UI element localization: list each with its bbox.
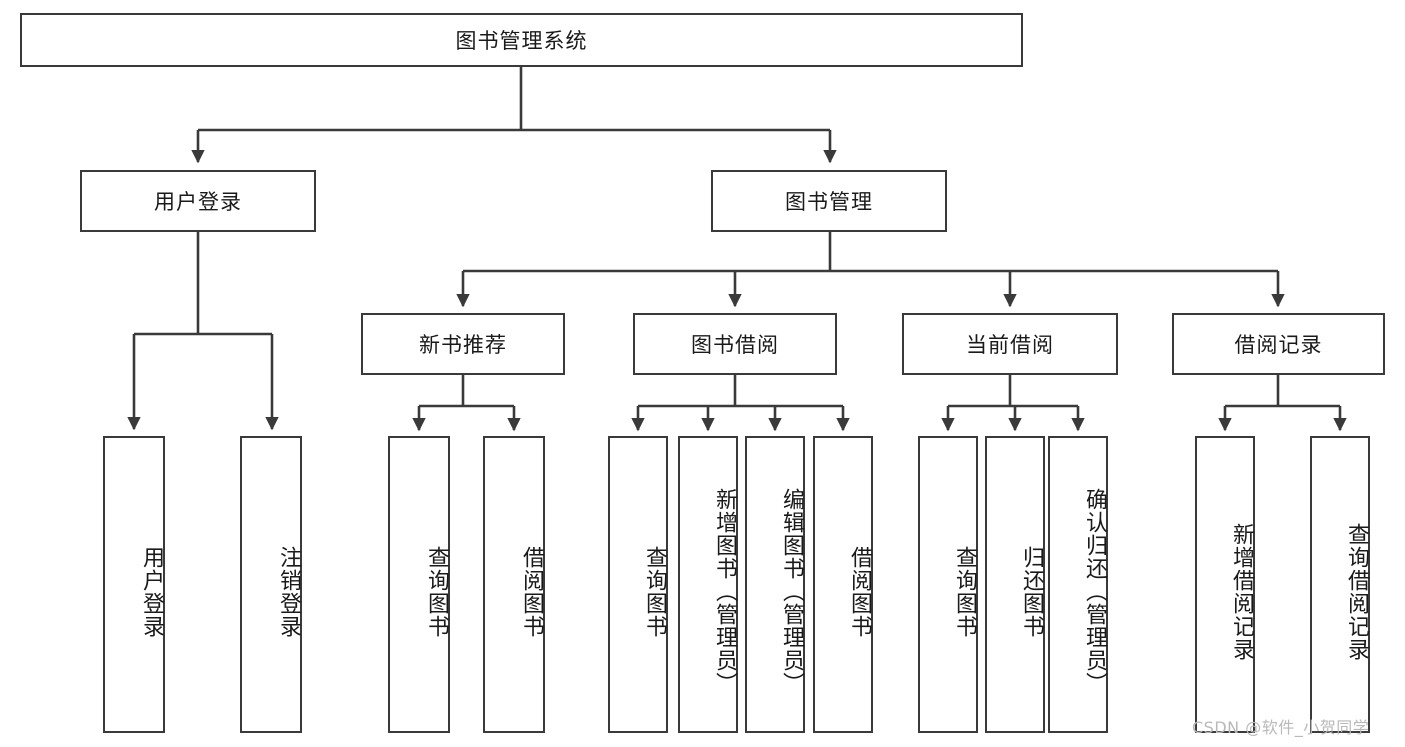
node-leaf-edit-book-admin[interactable]: 编辑图书（管理员） <box>745 436 805 733</box>
node-leaf-confirm-return-admin-label: 确认归还（管理员） <box>1082 488 1107 695</box>
node-current-borrow[interactable]: 当前借阅 <box>902 313 1118 375</box>
node-leaf-borrow-books-rec-label: 借阅图书 <box>519 545 544 638</box>
node-leaf-query-books[interactable]: 查询图书 <box>608 436 668 733</box>
node-leaf-return-book-label: 归还图书 <box>1019 545 1044 638</box>
node-leaf-query-books-cur-label: 查询图书 <box>952 545 977 638</box>
node-user-login-label: 用户登录 <box>154 190 242 214</box>
node-leaf-user-login-label: 用户登录 <box>139 545 164 638</box>
node-leaf-query-books-rec-label: 查询图书 <box>424 545 449 638</box>
node-borrow-record[interactable]: 借阅记录 <box>1172 313 1385 375</box>
node-new-book-recommend[interactable]: 新书推荐 <box>361 313 565 375</box>
node-book-borrow[interactable]: 图书借阅 <box>633 313 837 375</box>
node-leaf-edit-book-admin-label: 编辑图书（管理员） <box>779 488 804 695</box>
node-leaf-logout[interactable]: 注销登录 <box>240 436 302 733</box>
node-book-management-label: 图书管理 <box>785 190 873 214</box>
node-leaf-query-books-label: 查询图书 <box>642 545 667 638</box>
node-leaf-borrow-book-label: 借阅图书 <box>847 545 872 638</box>
node-root[interactable]: 图书管理系统 <box>20 13 1023 67</box>
node-leaf-query-borrow-record-label: 查询借阅记录 <box>1344 522 1369 661</box>
node-leaf-add-borrow-record[interactable]: 新增借阅记录 <box>1195 436 1255 733</box>
node-leaf-borrow-book[interactable]: 借阅图书 <box>813 436 873 733</box>
node-leaf-add-book-admin[interactable]: 新增图书（管理员） <box>678 436 738 733</box>
node-root-label: 图书管理系统 <box>455 29 588 53</box>
node-new-book-recommend-label: 新书推荐 <box>419 333 507 357</box>
node-leaf-add-borrow-record-label: 新增借阅记录 <box>1229 522 1254 661</box>
node-leaf-query-borrow-record[interactable]: 查询借阅记录 <box>1310 436 1370 733</box>
node-book-management[interactable]: 图书管理 <box>711 170 947 232</box>
node-book-borrow-label: 图书借阅 <box>691 333 779 357</box>
node-leaf-return-book[interactable]: 归还图书 <box>985 436 1045 733</box>
node-leaf-add-book-admin-label: 新增图书（管理员） <box>712 488 737 695</box>
node-current-borrow-label: 当前借阅 <box>966 333 1054 357</box>
node-leaf-user-login[interactable]: 用户登录 <box>103 436 165 733</box>
node-leaf-confirm-return-admin[interactable]: 确认归还（管理员） <box>1048 436 1108 733</box>
node-leaf-logout-label: 注销登录 <box>276 545 301 638</box>
node-leaf-query-books-cur[interactable]: 查询图书 <box>918 436 978 733</box>
node-leaf-borrow-books-rec[interactable]: 借阅图书 <box>483 436 545 733</box>
node-user-login[interactable]: 用户登录 <box>80 170 316 232</box>
node-borrow-record-label: 借阅记录 <box>1234 333 1323 357</box>
node-leaf-query-books-rec[interactable]: 查询图书 <box>388 436 450 733</box>
